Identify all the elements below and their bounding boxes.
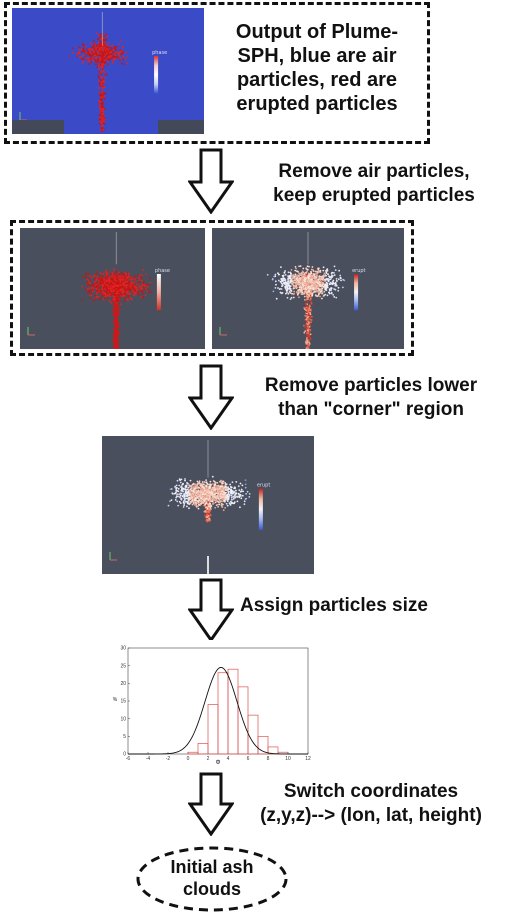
x-tick-label: 10	[285, 756, 291, 762]
y-tick-label: 0	[123, 752, 126, 758]
y-tick-label: 15	[120, 699, 126, 705]
x-tick-label: 2	[207, 756, 210, 762]
fit-curve	[128, 666, 308, 755]
particle-cloud	[266, 265, 346, 349]
y-tick-label: 25	[120, 663, 126, 669]
step4-label: Assign particles size	[240, 595, 428, 616]
particle-cloud	[81, 268, 153, 349]
ground-right	[158, 120, 204, 134]
initial-ash-clouds-ellipse	[134, 844, 290, 914]
cropped-particles-image: erupt	[102, 436, 314, 574]
axis-triad	[19, 112, 27, 121]
axis-triad	[109, 552, 117, 561]
step2-box	[10, 220, 414, 356]
down-arrow-1	[188, 148, 234, 214]
down-arrow-2	[188, 364, 234, 430]
x-tick-label: 4	[227, 756, 230, 762]
svg-text:phase: phase	[155, 268, 170, 274]
svg-text:erupt: erupt	[257, 482, 270, 488]
histogram-bar	[247, 714, 259, 755]
x-tick-label: 6	[247, 756, 250, 762]
particle-cloud	[167, 475, 251, 523]
erupted-particles-colored-image: erupt	[212, 228, 404, 349]
colorbar-legend: erupt	[352, 268, 366, 311]
y-tick-label: 20	[120, 681, 126, 687]
x-tick-label: 0	[187, 756, 190, 762]
ground-left	[12, 120, 64, 134]
y-axis-label: %	[113, 697, 118, 703]
initial-ash-clouds-label: Initial ash clouds	[170, 857, 254, 899]
colorbar-legend: phase	[152, 50, 167, 94]
axis-triad	[27, 327, 35, 336]
x-tick-label: 12	[305, 756, 311, 762]
x-tick-label: -2	[166, 756, 171, 762]
x-tick-label: 8	[267, 756, 270, 762]
y-tick-label: 10	[120, 716, 126, 722]
axis-triad	[219, 327, 227, 336]
colorbar-legend: phase	[155, 268, 170, 311]
step5-label: Switch coordinates (z,y,z)--> (lon, lat,…	[260, 781, 482, 826]
down-arrow-3	[188, 578, 234, 642]
step1-description: Output of Plume- SPH, blue are air parti…	[235, 21, 399, 115]
y-tick-label: 30	[120, 646, 126, 652]
histogram-bar	[257, 735, 269, 755]
step2-label: Remove air particles, keep erupted parti…	[273, 161, 475, 206]
svg-text:phase: phase	[152, 50, 167, 56]
y-tick-label: 5	[123, 734, 126, 740]
step3-label: Remove particles lower than "corner" reg…	[264, 375, 478, 420]
x-tick-label: -4	[146, 756, 151, 762]
step1-box	[4, 2, 430, 144]
x-axis-label: Φ	[216, 760, 221, 766]
erupted-particles-image: phase	[20, 228, 205, 349]
down-arrow-4	[188, 772, 234, 836]
particle-cloud	[68, 32, 129, 133]
svg-text:erupt: erupt	[352, 268, 365, 274]
colorbar-legend: erupt	[257, 482, 270, 530]
plume-sph-output-image: phase	[12, 8, 204, 134]
x-tick-label: -6	[126, 756, 131, 762]
